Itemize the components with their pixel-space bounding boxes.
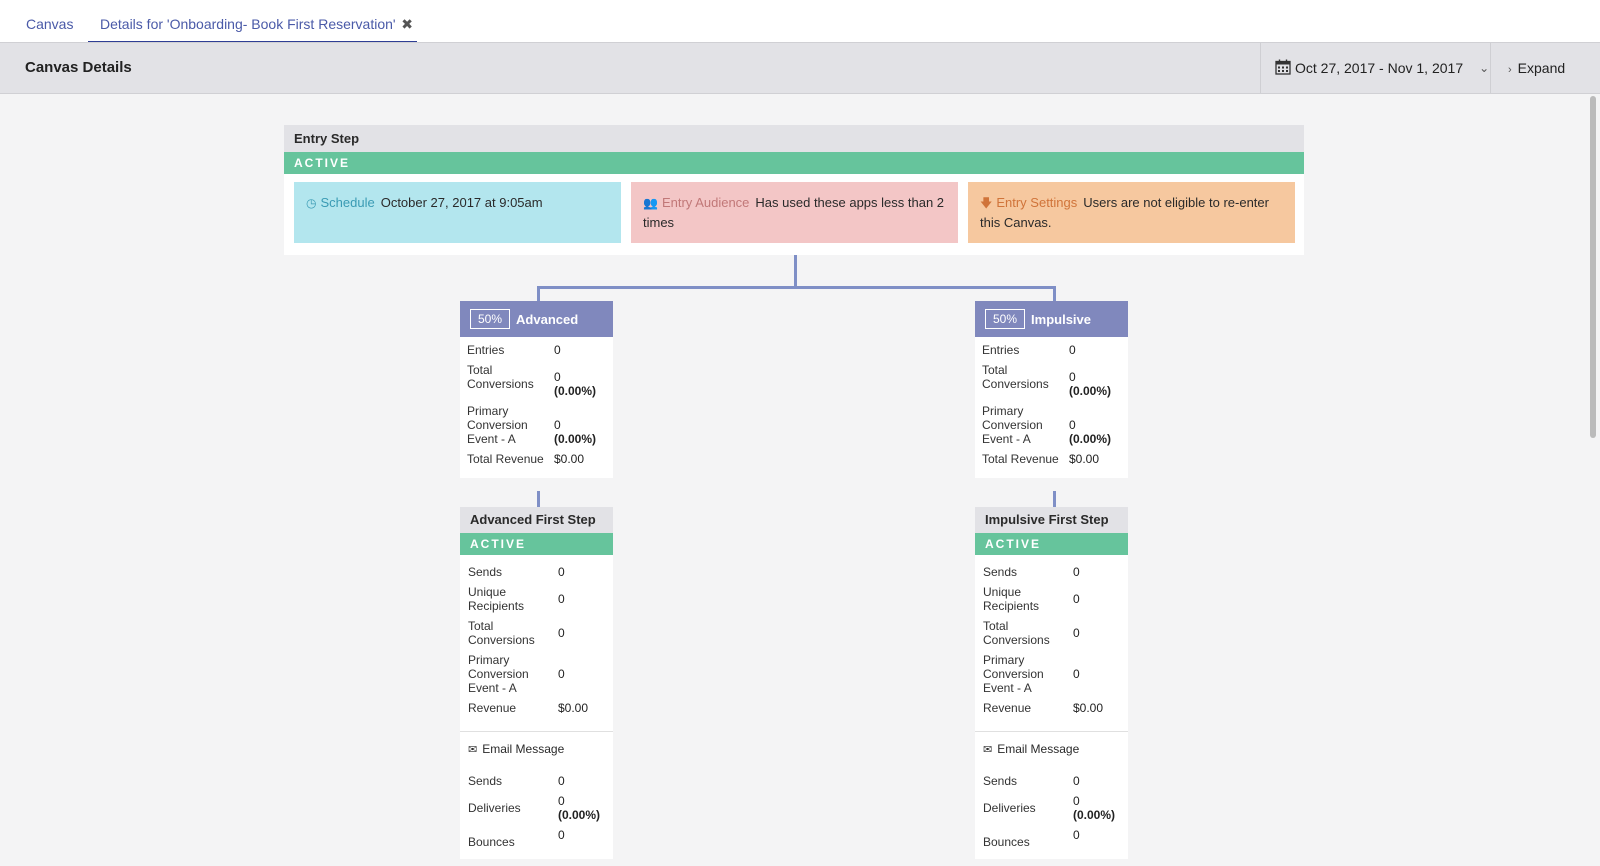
entry-audience-value: Has used these apps less than 2 times xyxy=(643,195,945,230)
connector xyxy=(537,491,540,508)
schedule-value: October 27, 2017 at 9:05am xyxy=(380,195,543,210)
connector xyxy=(1053,491,1056,508)
connector xyxy=(1053,286,1056,302)
status-badge: ACTIVE xyxy=(460,533,613,555)
status-badge: ACTIVE xyxy=(975,533,1128,555)
stat-row: Revenue$0.00 xyxy=(468,701,589,715)
divider xyxy=(460,731,613,732)
clock-icon: ◷ xyxy=(306,196,317,210)
envelope-icon: ✉ xyxy=(468,744,478,756)
date-range-picker[interactable]: Oct 27, 2017 - Nov 1, 2017 ⌄ xyxy=(1260,43,1491,93)
stat-row: Revenue$0.00 xyxy=(983,701,1104,715)
connector xyxy=(537,286,1056,289)
entry-settings-label: Entry Settings xyxy=(996,195,1078,210)
stat-row: Total Revenue$0.00 xyxy=(467,452,585,466)
tab-details-label: Details for 'Onboarding- Book First Rese… xyxy=(100,16,396,32)
connector xyxy=(537,286,540,302)
entry-step-title: Entry Step xyxy=(284,125,1304,152)
email-message-header[interactable]: ✉Email Message xyxy=(983,742,1080,756)
users-icon: 👥 xyxy=(643,196,658,210)
stat-row: Total Revenue$0.00 xyxy=(982,452,1100,466)
variant-percent: 50% xyxy=(985,309,1026,329)
expand-label: Expand xyxy=(1517,60,1566,76)
variant-percent: 50% xyxy=(470,309,511,329)
tab-bar: Canvas Details for 'Onboarding- Book Fir… xyxy=(0,0,1600,44)
connector xyxy=(794,255,797,288)
schedule-label: Schedule xyxy=(320,195,375,210)
schedule-box: ◷Schedule October 27, 2017 at 9:05am xyxy=(294,182,621,243)
close-icon[interactable]: ✖ xyxy=(401,16,413,32)
calendar-icon xyxy=(1275,59,1291,78)
email-message-header[interactable]: ✉Email Message xyxy=(468,742,565,756)
divider xyxy=(975,731,1128,732)
envelope-icon: ✉ xyxy=(983,744,993,756)
chevron-right-icon: › xyxy=(1508,64,1512,76)
chevron-down-icon: ⌄ xyxy=(1479,61,1490,75)
date-range-value: Oct 27, 2017 - Nov 1, 2017 xyxy=(1295,60,1464,76)
expand-button[interactable]: › Expand xyxy=(1508,43,1565,95)
page-title: Canvas Details xyxy=(25,59,132,76)
tab-canvas-details[interactable]: Details for 'Onboarding- Book First Rese… xyxy=(88,0,417,44)
page-header: Canvas Details Oct 27, 2017 - Nov 1, 201… xyxy=(0,42,1600,94)
status-badge: ACTIVE xyxy=(284,152,1304,174)
variant-name: Advanced xyxy=(516,311,579,327)
entry-audience-label: Entry Audience xyxy=(661,195,750,210)
entry-step-card: Entry Step ACTIVE ◷Schedule October 27, 2… xyxy=(284,125,1304,255)
step-title: Impulsive First Step xyxy=(975,507,1128,533)
scrollbar[interactable] xyxy=(1590,96,1596,438)
entry-settings-value: Users are not eligible to re-enter this … xyxy=(980,195,1269,230)
variant-name: Impulsive xyxy=(1031,311,1091,327)
tab-canvas[interactable]: Canvas xyxy=(26,16,74,32)
step-title: Advanced First Step xyxy=(460,507,613,533)
arrow-down-icon: 🡇 xyxy=(980,196,993,210)
